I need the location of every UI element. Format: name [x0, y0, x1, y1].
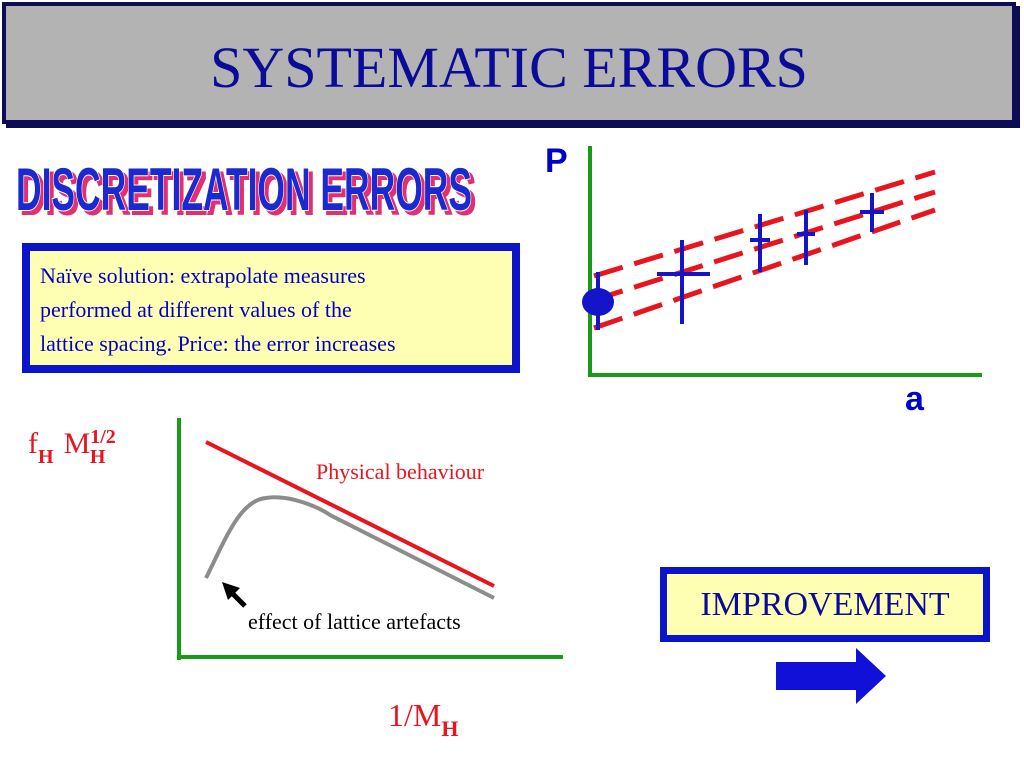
lattice-artefacts-label: effect of lattice artefacts	[248, 609, 461, 634]
note-line-3: lattice spacing. Price: the error increa…	[40, 331, 396, 356]
data-point-4	[860, 193, 884, 232]
extrapolation-line-lower	[593, 207, 936, 331]
title-bar: SYSTEMATIC ERRORS	[2, 2, 1016, 124]
note-line-1: Naïve solution: extrapolate measures	[40, 263, 366, 288]
improvement-arrow-icon	[776, 648, 886, 704]
discretization-errors-text: DISCRETIZATION ERRORS	[16, 156, 472, 223]
note-line-2: performed at different values of the	[40, 297, 352, 322]
physical-behaviour-label: Physical behaviour	[316, 459, 485, 484]
artefact-pointer-arrow-icon	[222, 582, 247, 608]
slide-title: SYSTEMATIC ERRORS	[210, 35, 808, 100]
data-point-2	[750, 214, 770, 272]
extrapolation-line-center	[593, 189, 936, 303]
discretization-errors-shadow: DISCRETIZATION ERRORS	[20, 160, 476, 227]
improvement-box: IMPROVEMENT	[660, 567, 990, 642]
data-point-3	[797, 210, 815, 265]
data-point-1	[657, 240, 710, 324]
bottom-plot-x-label: 1/MH	[388, 697, 458, 741]
continuum-extrapolated-point	[582, 272, 614, 330]
discretization-errors-heading: DISCRETIZATION ERRORS DISCRETIZATION ERR…	[15, 155, 477, 228]
extrapolation-line-upper	[593, 169, 936, 279]
naive-solution-note: Naïve solution: extrapolate measures per…	[22, 243, 520, 373]
lattice-artefact-curve	[204, 495, 495, 600]
top-plot-x-label: a	[905, 380, 925, 418]
extrapolation-plot: P a	[545, 142, 982, 418]
physical-behaviour-line	[205, 440, 495, 588]
top-plot-y-label: P	[545, 142, 568, 180]
